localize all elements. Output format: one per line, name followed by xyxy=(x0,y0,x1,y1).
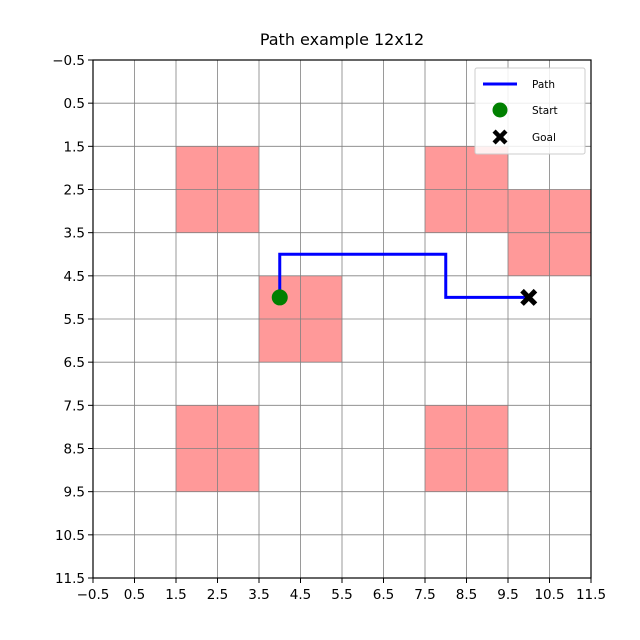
obstacle-cell xyxy=(549,189,591,233)
y-tick-label: 7.5 xyxy=(64,398,85,414)
chart-title: Path example 12x12 xyxy=(260,30,424,49)
y-tick-label: 1.5 xyxy=(64,139,85,155)
obstacles-layer xyxy=(176,146,591,492)
x-tick-label: 10.5 xyxy=(534,587,564,603)
x-tick-label: 2.5 xyxy=(207,587,228,603)
legend-path-label: Path xyxy=(532,79,555,91)
obstacle-cell xyxy=(217,448,259,492)
obstacle-cell xyxy=(508,189,550,233)
obstacle-cell xyxy=(176,405,218,449)
obstacle-cell xyxy=(425,405,467,449)
y-tick-label: 6.5 xyxy=(64,355,85,371)
obstacle-cell xyxy=(259,319,301,363)
obstacle-cell xyxy=(176,448,218,492)
legend-start-swatch xyxy=(492,102,508,118)
markers-layer xyxy=(271,288,538,306)
obstacle-cell xyxy=(549,232,591,276)
x-tick-label: −0.5 xyxy=(77,587,110,603)
path-layer xyxy=(278,252,529,299)
y-tick-label: 0.5 xyxy=(64,96,85,112)
y-tick-label: 2.5 xyxy=(64,183,85,199)
obstacle-cell xyxy=(217,405,259,449)
x-tick-label: 1.5 xyxy=(165,587,186,603)
legend-goal-swatch xyxy=(492,129,508,145)
x-tick-label: 0.5 xyxy=(124,587,145,603)
x-tick-label: 9.5 xyxy=(497,587,518,603)
x-tick-label: 5.5 xyxy=(331,587,352,603)
obstacle-cell xyxy=(425,448,467,492)
y-tick-label: 11.5 xyxy=(55,571,85,587)
legend-goal-label: Goal xyxy=(532,132,556,144)
y-tick-label: −0.5 xyxy=(52,53,85,69)
obstacle-cell xyxy=(425,189,467,233)
obstacle-cell xyxy=(466,189,508,233)
legend-start-label: Start xyxy=(532,105,558,117)
x-tick-label: 3.5 xyxy=(248,587,269,603)
x-tick-label: 11.5 xyxy=(576,587,606,603)
obstacle-cell xyxy=(300,319,342,363)
obstacle-cell xyxy=(425,146,467,190)
x-tick-label: 7.5 xyxy=(414,587,435,603)
goal-marker xyxy=(520,288,538,306)
y-tick-label: 10.5 xyxy=(55,528,85,544)
y-tick-label: 8.5 xyxy=(64,442,85,458)
y-tick-label: 4.5 xyxy=(64,269,85,285)
ticks-layer: −0.5 0.5 1.5 2.5 3.5 4.5 5.5 6.5 7.5 8.5 9.5 10.5 11… xyxy=(52,53,606,603)
obstacle-cell xyxy=(466,405,508,449)
path-line xyxy=(278,252,529,299)
obstacle-cell xyxy=(217,189,259,233)
y-tick-label: 5.5 xyxy=(64,312,85,328)
obstacle-cell xyxy=(176,146,218,190)
x-tick-label: 4.5 xyxy=(290,587,311,603)
obstacle-cell xyxy=(508,232,550,276)
x-tick-label: 8.5 xyxy=(456,587,477,603)
x-tick-label: 6.5 xyxy=(373,587,394,603)
obstacle-cell xyxy=(466,448,508,492)
obstacle-cell xyxy=(300,275,342,319)
legend-box xyxy=(474,67,586,155)
y-tick-label: 9.5 xyxy=(64,485,85,501)
obstacle-cell xyxy=(176,189,218,233)
y-tick-label: 3.5 xyxy=(64,226,85,242)
legend: Path Start Goal xyxy=(474,67,586,155)
obstacle-cell xyxy=(217,146,259,190)
start-marker xyxy=(271,289,288,306)
